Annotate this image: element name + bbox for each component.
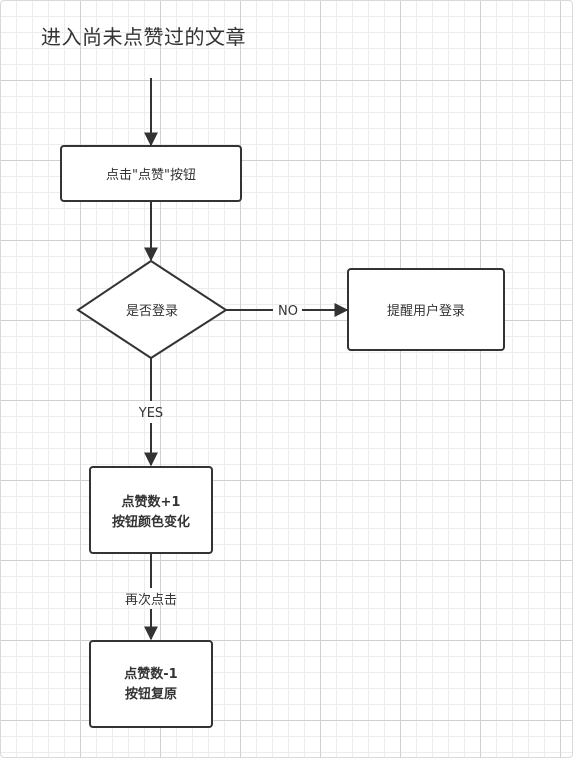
- yes-edge-label: YES: [138, 406, 163, 421]
- is-logged-in-label: 是否登录: [126, 304, 178, 319]
- like-increment-line-2: 按钮颜色变化: [112, 514, 190, 530]
- click-again-label: 再次点击: [125, 592, 177, 608]
- prompt-login-node: [347, 268, 505, 351]
- click-like-label: 点击"点赞"按钮: [106, 168, 196, 183]
- like-decrement-line-1: 点赞数-1: [124, 666, 177, 682]
- diagram-title: 进入尚未点赞过的文章: [41, 25, 246, 49]
- like-decrement-line-2: 按钮复原: [125, 686, 177, 702]
- prompt-login-label: 提醒用户登录: [387, 303, 465, 319]
- like-increment-node: [89, 466, 213, 554]
- like-increment-line-1: 点赞数+1: [122, 494, 181, 510]
- like-decrement-node: [89, 640, 213, 728]
- no-edge-label: NO: [278, 304, 298, 319]
